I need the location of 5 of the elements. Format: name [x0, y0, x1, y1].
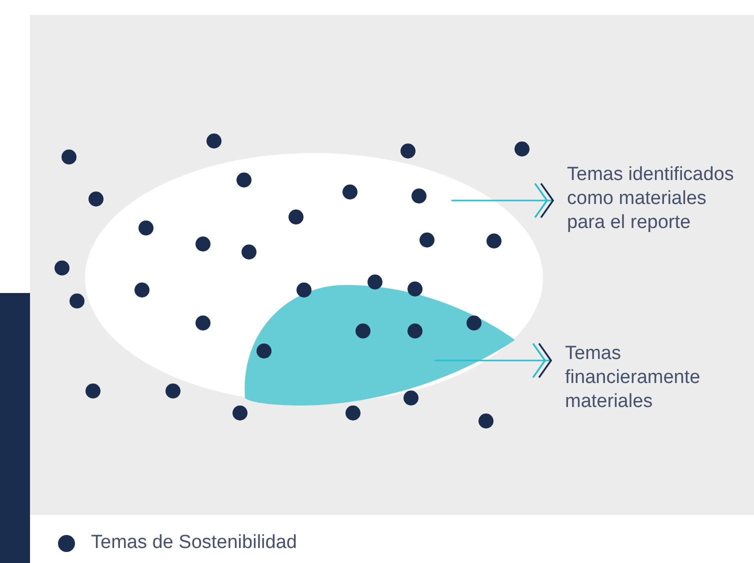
annotation-text: Temas identificados como materiales para el reporte [567, 163, 735, 235]
annotation-text: Temas financieramente materiales [565, 342, 702, 414]
arrow [451, 182, 554, 218]
arrow [434, 342, 552, 378]
legend-text: Temas de Sostenibilidad [91, 531, 297, 555]
